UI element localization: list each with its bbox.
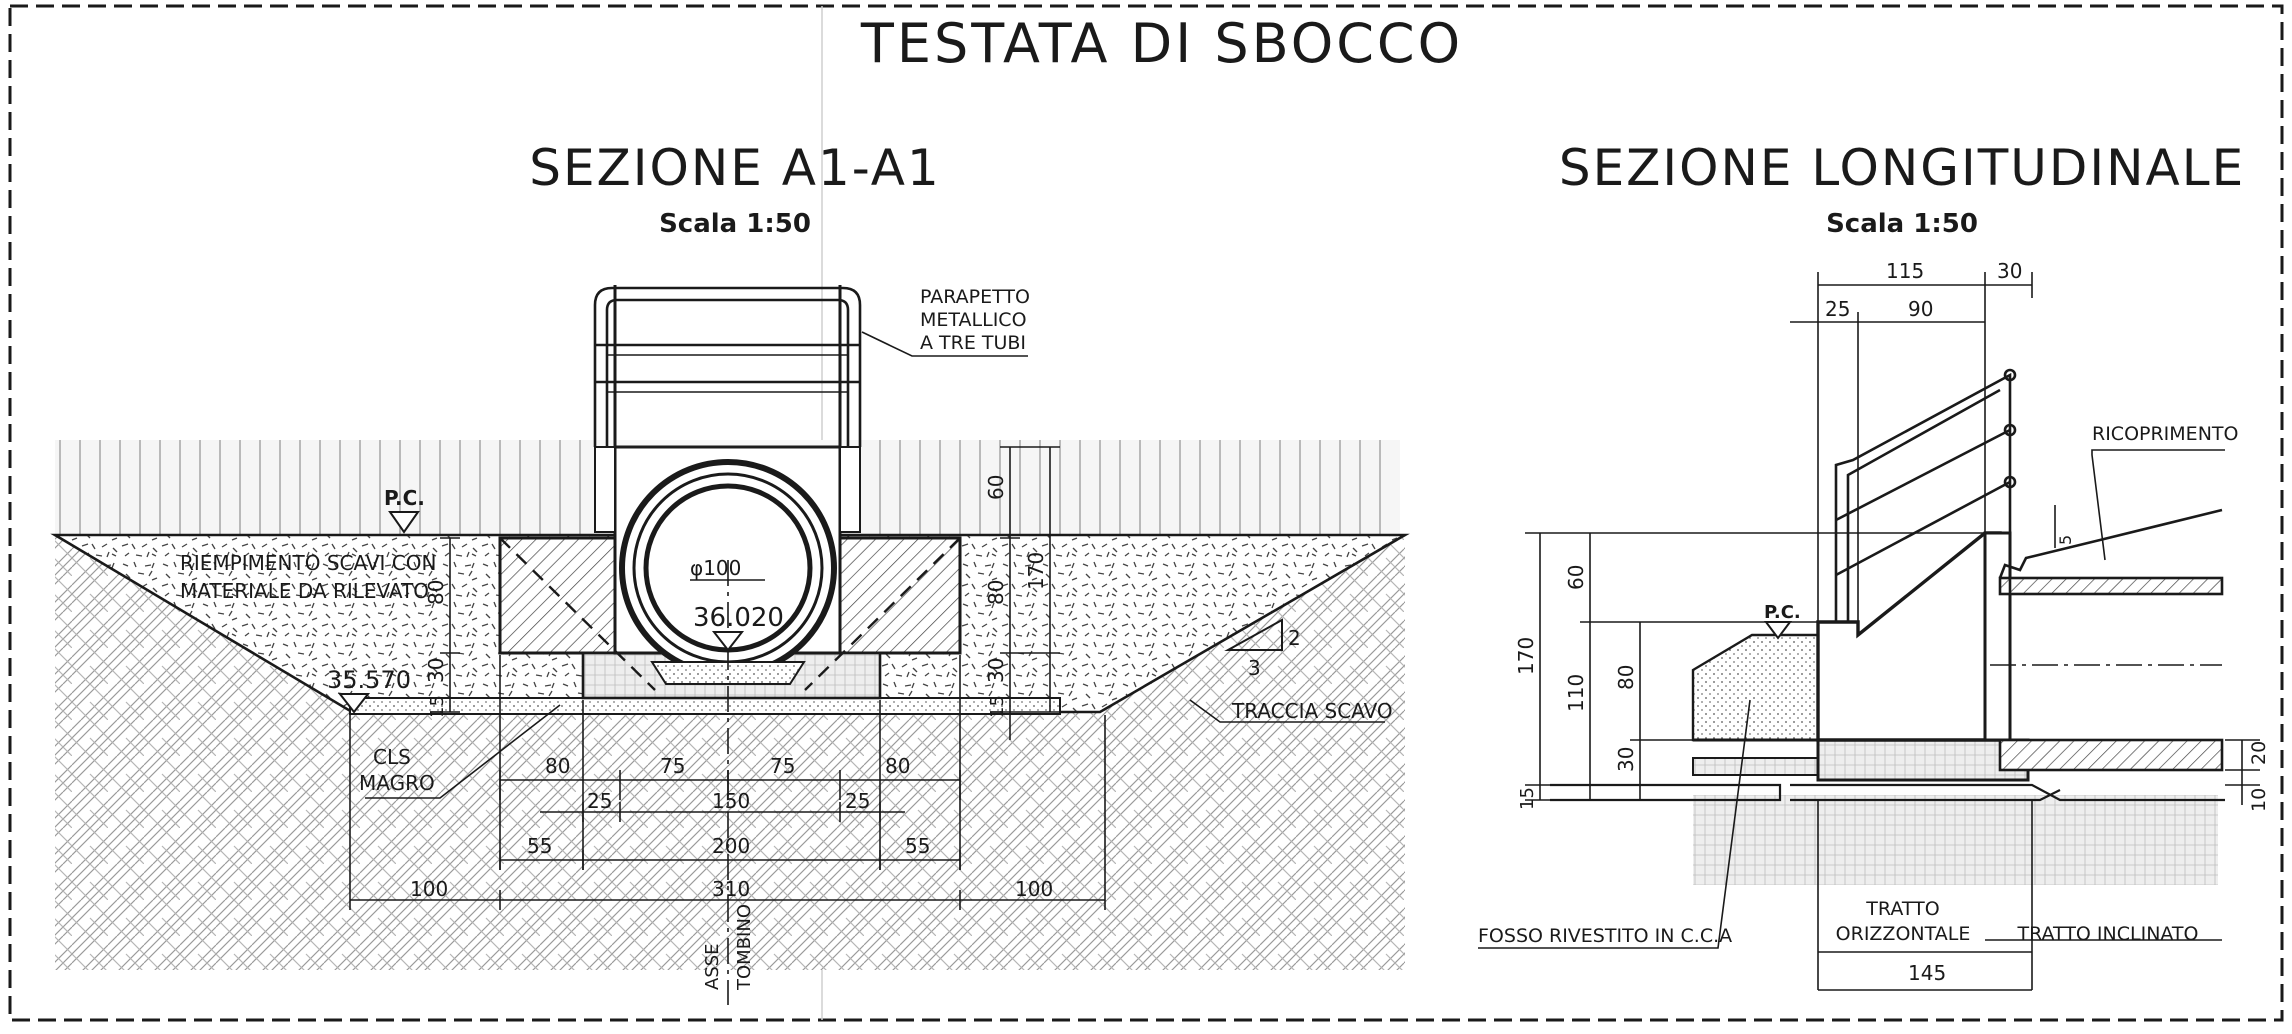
- dim-v10-l: 10: [2248, 788, 2270, 812]
- slope-triangle: [1224, 618, 1283, 651]
- long-dims-vertical: [1525, 505, 2260, 805]
- dim-h310: 310: [712, 877, 750, 901]
- dim-v30l-a: 30: [424, 658, 448, 683]
- dim-v30-l: 30: [1614, 747, 1638, 772]
- section-l-scale: Scala 1:50: [1826, 209, 1978, 239]
- long-fill: [1691, 633, 1820, 742]
- traccia-scavo-label: TRACCIA SCAVO: [1231, 699, 1393, 723]
- dim-h115: 115: [1886, 259, 1924, 283]
- dims-vertical-right: [1000, 446, 1060, 740]
- parapetto-label-2: METALLICO: [920, 309, 1027, 331]
- tratto-orizz-label-1: TRATTO: [1865, 898, 1939, 920]
- dim-v15r-a: 15: [987, 695, 1008, 718]
- cls-label-2: MAGRO: [359, 771, 435, 795]
- parapetto-label-1: PARAPETTO: [920, 286, 1030, 308]
- riempimento-label-2: MATERIALE DA RILEVATO: [180, 579, 429, 603]
- dim-v60-a: 60: [984, 475, 1008, 500]
- dim-v170-a: 170: [1024, 552, 1048, 590]
- dim-h145-l: 145: [1908, 961, 1946, 985]
- dim-h150: 150: [712, 789, 750, 813]
- cls-label-1: CLS: [373, 745, 411, 769]
- long-dims-horizontal: [1790, 272, 2222, 991]
- dim-v30r-a: 30: [984, 658, 1008, 683]
- dim-v15l-a: 15: [427, 695, 448, 718]
- slope-v-label: 2: [1288, 626, 1301, 650]
- long-railing: [1834, 368, 2017, 622]
- ricoprimento-leader: [2091, 449, 2225, 561]
- dim-h100b: 100: [1015, 877, 1053, 901]
- pc-label-l: P.C.: [1764, 602, 1801, 623]
- asse-label: ASSE: [702, 943, 723, 990]
- dim-h75a: 75: [660, 754, 685, 778]
- dim-h80b: 80: [885, 754, 910, 778]
- dim-v80l-a: 80: [424, 580, 448, 605]
- pc-label-a: P.C.: [384, 486, 425, 510]
- main-title: TESTATA DI SBOCCO: [860, 12, 1463, 75]
- dim-h200: 200: [712, 834, 750, 858]
- metal-parapet: [593, 285, 862, 447]
- left-level-label: 35.570: [327, 666, 411, 694]
- headwall-pillar-right: [839, 446, 861, 533]
- cls-leader: [365, 704, 561, 799]
- fosso-label: FOSSO RIVESTITO IN C.C.A: [1478, 925, 1732, 947]
- dim-h100a: 100: [410, 877, 448, 901]
- long-pipe: [1990, 508, 2224, 772]
- pc-marker-a: [388, 511, 420, 534]
- dim-v20-l: 20: [2248, 741, 2270, 765]
- riempimento-label-1: RIEMPIMENTO SCAVI CON: [180, 551, 436, 575]
- dim-v110-l: 110: [1564, 674, 1588, 712]
- ricoprimento-label: RICOPRIMENTO: [2092, 423, 2238, 445]
- sheet-border: [8, 4, 2284, 1022]
- pipe-level-label: 36.020: [693, 603, 784, 633]
- headwall-pillar-left: [594, 446, 616, 533]
- left-level-marker: [337, 693, 371, 714]
- dim-h90-l: 90: [1908, 297, 1933, 321]
- tombino-label: TOMBINO: [734, 904, 755, 991]
- section-a-title: SEZIONE A1-A1: [529, 139, 941, 197]
- dim-v80-l: 80: [1614, 665, 1638, 690]
- parapetto-leader: [861, 331, 1028, 357]
- dim-h55b: 55: [905, 834, 930, 858]
- dim-v60-l: 60: [1564, 565, 1588, 590]
- section-a-scale: Scala 1:50: [659, 209, 811, 239]
- section-longitudinale: SEZIONE LONGITUDINALE Scala 1:50: [1478, 139, 2270, 991]
- dims-horizontal: [349, 655, 1106, 910]
- dim-h25b: 25: [845, 789, 870, 813]
- dim-h30-l: 30: [1997, 259, 2022, 283]
- tratto-orizz-label-2: ORIZZONTALE: [1836, 923, 1971, 945]
- long-headwall: [1816, 531, 2002, 742]
- pipe-level-marker: [711, 631, 745, 652]
- fosso-leader: [1478, 699, 1751, 949]
- long-ground: [1693, 795, 2218, 885]
- slope-h-label: 3: [1248, 656, 1261, 680]
- dim-h55a: 55: [527, 834, 552, 858]
- traccia-leader: [1189, 699, 1385, 723]
- dim-v80r-a: 80: [984, 580, 1008, 605]
- dims-vertical-left: [440, 537, 460, 713]
- dim-h25-l: 25: [1825, 297, 1850, 321]
- dim-h80a: 80: [545, 754, 570, 778]
- dim-v15-l: 15: [1517, 787, 1538, 810]
- dim-h75b: 75: [770, 754, 795, 778]
- parapetto-label-3: A TRE TUBI: [920, 332, 1026, 354]
- dim-v170-l: 170: [1514, 637, 1538, 675]
- dim-v5-l: 5: [2056, 535, 2075, 545]
- diameter-label: φ100: [690, 556, 741, 580]
- section-a1-a1: SEZIONE A1-A1 Scala 1:50: [50, 139, 1410, 1005]
- excavation-dashed-lines: [499, 537, 961, 691]
- section-l-title: SEZIONE LONGITUDINALE: [1559, 139, 2245, 197]
- dim-h25a: 25: [587, 789, 612, 813]
- tratto-incl-label: TRATTO INCLINATO: [2016, 923, 2198, 945]
